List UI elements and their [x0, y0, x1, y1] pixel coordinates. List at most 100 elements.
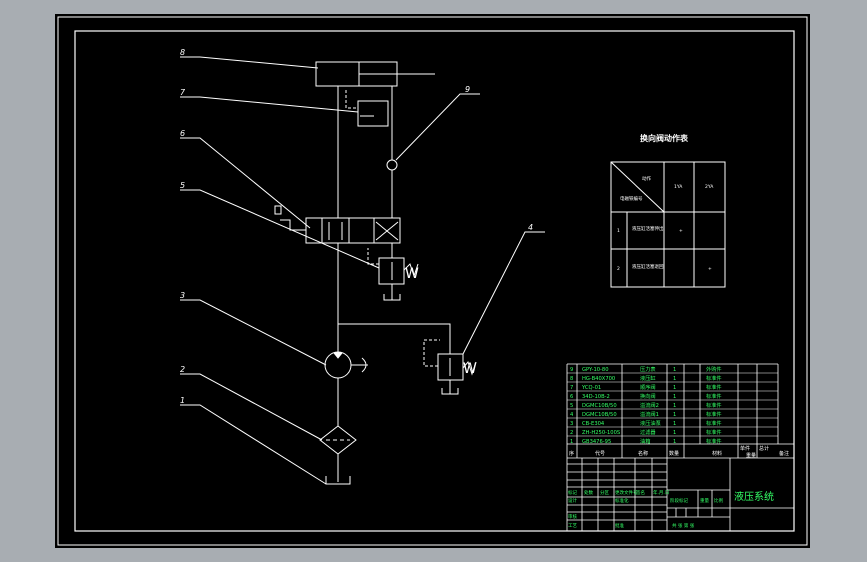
bom-row-note: 标准件 [706, 392, 722, 400]
bom-row-no: 7 [570, 385, 573, 391]
oil-tank [325, 476, 351, 485]
bom-row-note: 标准件 [706, 374, 722, 382]
bom-row-code: 34D-10B-2 [582, 394, 610, 400]
leader-label-9: 9 [465, 85, 470, 94]
tb-zone: 分区 [600, 489, 609, 496]
tb-approve: 批准 [615, 522, 624, 529]
leader-label-1: 1 [180, 396, 185, 405]
leader-8 [180, 56, 319, 69]
action-row-2-v2: + [708, 266, 712, 272]
bom-row-name: 过滤器 [640, 428, 656, 436]
leader-label-5: 5 [180, 181, 185, 190]
action-row-1-v2: + [679, 228, 683, 234]
pump-arrow [332, 352, 344, 359]
action-corner-bottom: 电磁铁编号 [620, 195, 643, 202]
bom-header-no: 序 [569, 450, 574, 457]
sequence-valve [357, 100, 389, 127]
tb-process: 工艺 [568, 523, 577, 529]
bom-row-note: 标准件 [706, 419, 722, 427]
bom-row-note: 标准件 [706, 383, 722, 391]
bom-row-name: 油箱 [640, 437, 650, 445]
valve-spring [280, 219, 306, 231]
tb-doc: 更改文件号 [615, 489, 638, 496]
bom-row-qty: 1 [673, 412, 676, 418]
bom-header-weight: 重量 [746, 452, 756, 459]
tank-symbol-5 [383, 294, 401, 301]
bom-row-code: GPY-10-80 [582, 367, 609, 373]
tb-std: 标准化 [615, 497, 629, 504]
bom-row-no: 4 [570, 412, 574, 418]
leader-7 [180, 96, 359, 113]
bom-row-name: 液压油泵 [640, 419, 661, 427]
tb-weight: 重量 [700, 497, 709, 504]
bom-row-code: ZH-H250-100S [582, 430, 620, 436]
bom-row-no: 3 [570, 421, 573, 427]
pipe-to-relief-4 [338, 323, 451, 354]
leader-6 [180, 137, 311, 229]
bom-row-name: 溢流阀1 [640, 410, 659, 418]
leader-5 [180, 189, 380, 269]
leader-4 [462, 231, 545, 355]
leader-2 [180, 373, 323, 441]
tb-sheets: 共 张 第 张 [672, 522, 695, 529]
action-row-2-name: 液压缸活塞退回 [632, 263, 664, 270]
bom-row-qty: 1 [673, 403, 676, 409]
bom-row-no: 8 [570, 376, 573, 382]
tb-mark: 标记 [568, 489, 577, 496]
inner-frame [74, 30, 795, 532]
bom-row-no: 6 [570, 394, 573, 400]
bom-row-qty: 1 [673, 439, 676, 445]
bom-row-qty: 1 [673, 385, 676, 391]
sequence-valve-pilot [345, 90, 358, 109]
leader-3 [180, 299, 327, 366]
hydraulic-schematic [274, 61, 477, 485]
bom-row-note: 标准件 [706, 437, 722, 445]
tb-sign: 签名 [636, 489, 645, 496]
bom-row-qty: 1 [673, 376, 676, 382]
bom-row-name: 换向阀 [640, 392, 656, 400]
outer-frame [57, 16, 808, 546]
bom-row-name: 压力表 [640, 365, 656, 373]
tb-scale: 比例 [714, 497, 723, 504]
leader-label-8: 8 [180, 48, 185, 57]
spring-w-labels: W W [405, 266, 477, 377]
action-row-1-name: 液压缸活塞伸出 [632, 225, 664, 232]
leader-lines [180, 56, 545, 485]
bom-header-total: 总计 [759, 445, 769, 452]
tb-date: 年.月.日 [653, 489, 669, 496]
spring-label-5: W [405, 266, 419, 282]
bom-row-name: 溢流阀2 [640, 401, 659, 409]
bom-row-no: 9 [570, 367, 573, 373]
action-table-title: 换向阀动作表 [640, 133, 689, 143]
drawing-sheet [55, 14, 810, 548]
bom-row-qty: 1 [673, 367, 676, 373]
bom-row-note: 标准件 [706, 401, 722, 409]
leader-label-3: 3 [180, 291, 185, 300]
relief-valve-4-pilot [423, 339, 440, 367]
bom-header-qty: 数量 [669, 450, 679, 457]
bom-row-no: 1 [570, 439, 573, 445]
bom-row-qty: 1 [673, 394, 676, 400]
bom-header-material: 材料 [712, 450, 722, 457]
relief-valve-4-spring [462, 360, 477, 376]
action-corner-top: 动作 [642, 175, 651, 182]
tank-symbol-4 [441, 388, 459, 395]
bom-row-qty: 1 [673, 421, 676, 427]
leader-1 [180, 404, 327, 485]
spring-label-4: W [463, 361, 477, 377]
bom-row-code: DGMC10B/50 [582, 403, 617, 409]
valve-action-table: 换向阀动作表 动作 电磁铁编号 1YA 2YA 1 液压缸活塞伸出 + 2 液压… [610, 133, 726, 288]
bom-row-name: 液压缸 [640, 374, 656, 382]
tb-design: 设计 [568, 497, 577, 504]
leader-label-6: 6 [180, 129, 185, 138]
bom-row-note: 标准件 [706, 410, 722, 418]
bom-row-note: 外购件 [706, 365, 722, 373]
bom-header-name: 名称 [638, 450, 648, 457]
bom-header-unit: 单件 [740, 445, 750, 452]
bom-row-code: GB3476-95 [582, 439, 611, 445]
action-col-1: 1YA [674, 184, 683, 190]
bom-row-code: YCQ-01 [581, 385, 601, 391]
bill-of-materials: 9 GPY-10-80 压力表 1 外购件 8 HG-B40X700 液压缸 1… [566, 363, 795, 531]
